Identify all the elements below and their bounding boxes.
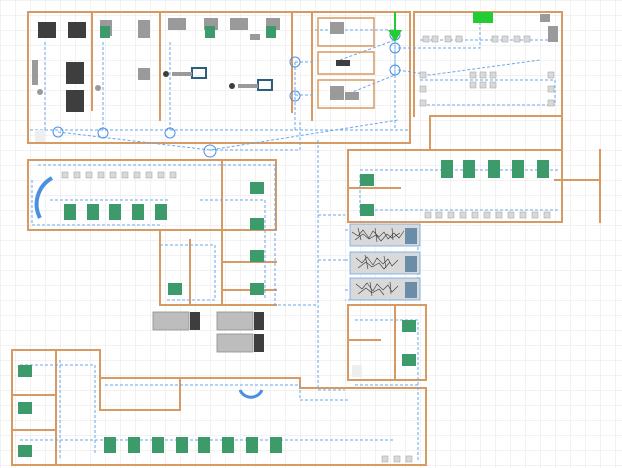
hospital-bed-icon	[87, 204, 99, 220]
waypoint-node-icon[interactable]	[164, 127, 176, 139]
top-left-rooms	[32, 18, 280, 142]
door-arc-icon	[238, 389, 264, 399]
scanner-machines	[152, 311, 264, 353]
hospital-bed-icon	[100, 26, 110, 38]
hospital-bed-icon	[18, 365, 32, 377]
hospital-bed-icon	[168, 283, 182, 295]
hospital-bed-icon	[64, 204, 76, 220]
hospital-bed-icon	[441, 160, 453, 178]
waypoint-node-icon[interactable]	[52, 126, 64, 138]
hospital-bed-icon	[360, 174, 374, 186]
waypoint-node-icon[interactable]	[203, 144, 217, 158]
hospital-bed-icon	[155, 204, 167, 220]
hospital-bed-icon	[402, 320, 416, 332]
hospital-bed-icon	[18, 402, 32, 414]
walls	[11, 11, 601, 466]
hospital-bed-icon	[128, 437, 140, 453]
waypoint-node-icon[interactable]	[389, 64, 401, 76]
hospital-bed-icon	[512, 160, 524, 178]
green-arrow-down-icon[interactable]	[388, 12, 402, 42]
hospital-bed-icon	[266, 26, 276, 38]
hospital-bed-icon	[176, 437, 188, 453]
hospital-bed-icon	[132, 204, 144, 220]
waypoint-node-icon[interactable]	[389, 42, 401, 54]
crowd-clusters	[349, 223, 421, 301]
hospital-bed-icon	[205, 26, 215, 38]
right-lower-room	[352, 320, 416, 377]
hospital-bed-icon	[152, 437, 164, 453]
hospital-bed-icon	[250, 250, 264, 262]
hospital-bed-icon	[250, 283, 264, 295]
waypoint-node-icon[interactable]	[97, 127, 109, 139]
hospital-bed-icon	[198, 437, 210, 453]
hospital-bed-icon	[109, 204, 121, 220]
crowd-cluster-icon	[351, 227, 405, 297]
hospital-bed-icon	[488, 160, 500, 178]
hospital-bed-icon	[537, 160, 549, 178]
scanner-machine-icon	[216, 333, 254, 353]
right-middle-ward	[360, 160, 551, 219]
waypoint-node-icon[interactable]	[289, 90, 301, 102]
top-right-room	[419, 12, 558, 107]
green-highlight-block[interactable]	[473, 12, 493, 23]
bottom-ward	[18, 365, 413, 463]
hospital-bed-icon	[463, 160, 475, 178]
hospital-bed-icon	[250, 182, 264, 194]
door-arc-icon	[34, 176, 54, 219]
hospital-bed-icon	[402, 354, 416, 366]
hospital-bed-icon	[246, 437, 258, 453]
hospital-bed-icon	[250, 218, 264, 230]
hospital-bed-icon	[18, 445, 32, 457]
left-ward	[34, 171, 264, 295]
hospital-bed-icon	[270, 437, 282, 453]
hospital-bed-icon	[104, 437, 116, 453]
scanner-machine-icon	[216, 311, 254, 331]
hospital-bed-icon	[222, 437, 234, 453]
hospital-bed-icon	[360, 204, 374, 216]
middle-top-rooms	[317, 17, 375, 109]
waypoint-node-icon[interactable]	[289, 56, 301, 68]
scanner-machine-icon	[152, 311, 190, 331]
